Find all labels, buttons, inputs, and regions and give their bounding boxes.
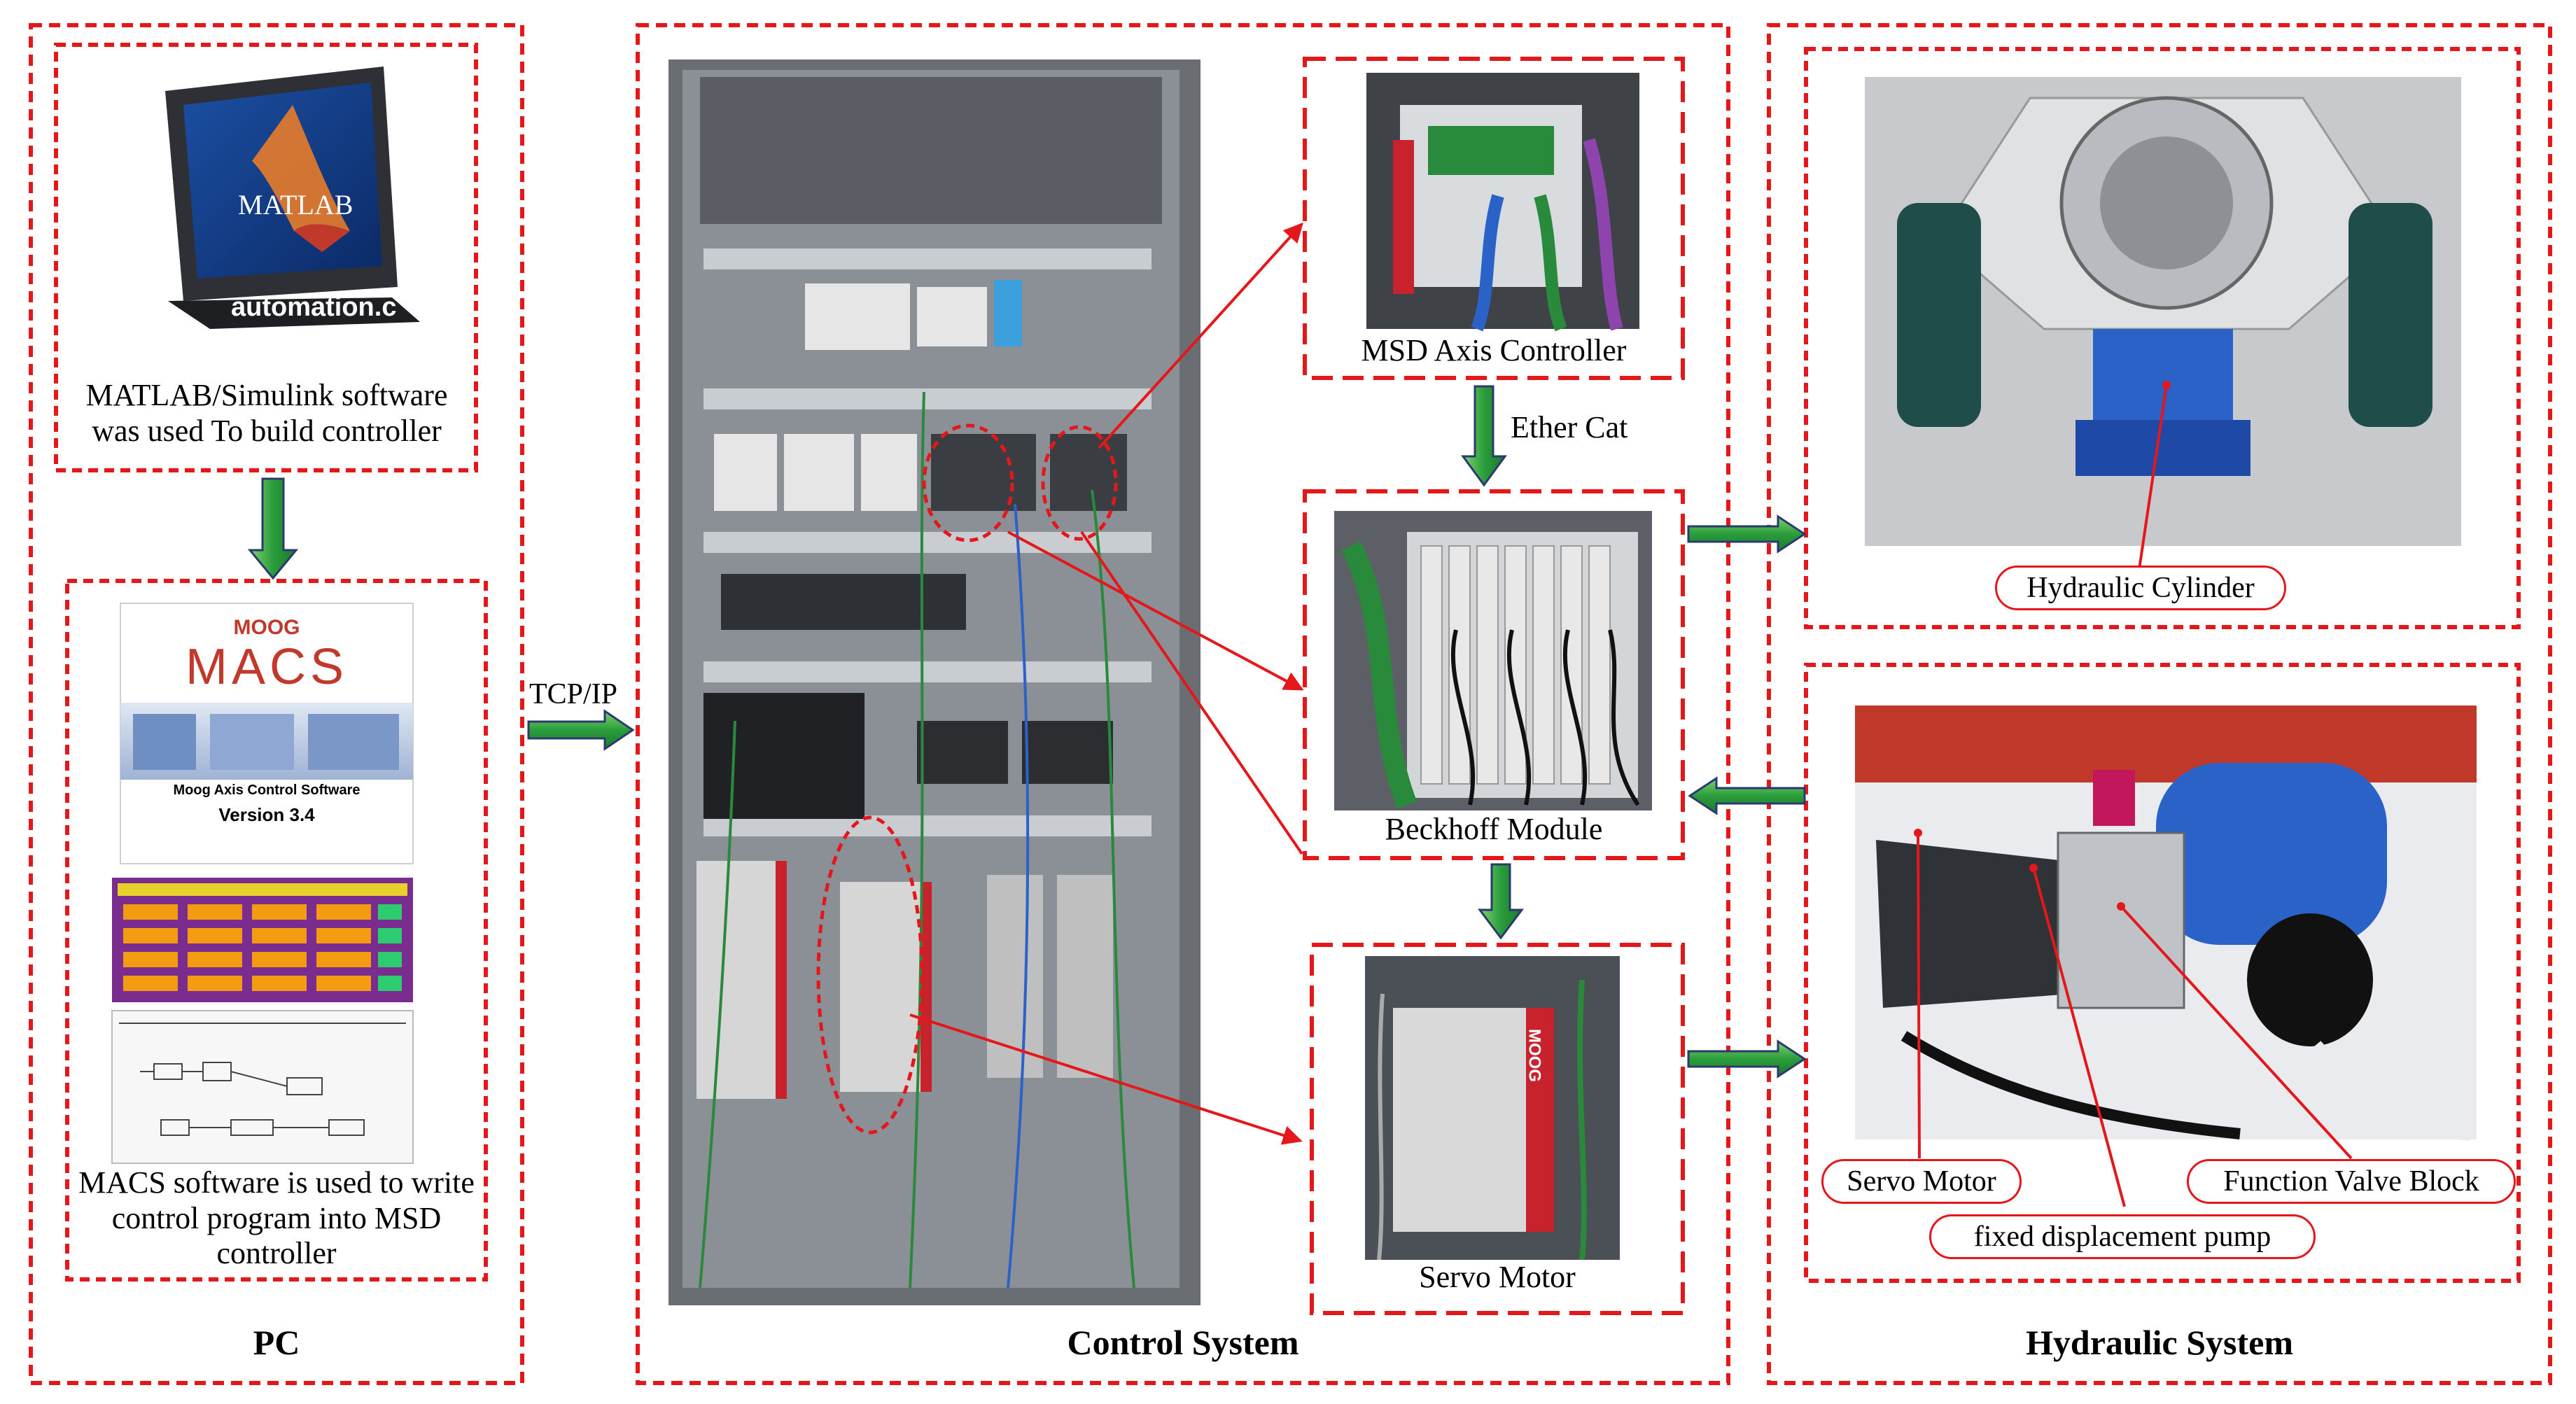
arrow-from-msd-to-beckhoff [1080,531,1303,855]
servo-caption: Servo Motor [1419,1260,1576,1294]
arrow-ethercat [1461,385,1507,487]
arrow-to-servo [909,1013,1303,1145]
msd-box [1303,57,1685,380]
arrow-beckhoff-to-servo [1478,863,1524,940]
monitor-title: MATLAB [238,189,354,220]
msd-caption: MSD Axis Controller [1361,333,1627,367]
pump-box [1804,663,2521,1283]
arrow-tcpip [527,709,635,751]
arrow-to-beckhoff [1007,531,1304,691]
beckhoff-box [1303,489,1685,860]
beckhoff-caption: Beckhoff Module [1385,812,1603,846]
drive-brand-label: MOOG [1525,1029,1544,1082]
macs-logo-main: MACS [185,639,349,695]
pc-section-title: PC [253,1323,300,1362]
servo-motor-leader-line [1917,832,1921,1159]
arrow-servo-to-pump [1687,1039,1807,1079]
cylinder-box [1804,47,2521,629]
macs-logo-top: MOOG [233,616,300,639]
macs-splash-image [120,603,414,864]
servo-box [1310,943,1685,1315]
valve-leader-line [2120,905,2353,1160]
fixed-displacement-pump-label: fixed displacement pump [1929,1214,2316,1259]
arrow-beckhoff-to-cylinder [1687,514,1807,554]
arrow-to-msd [1098,222,1303,449]
matlab-monitor-icon [165,66,420,329]
arrow-feedback-to-beckhoff [1688,776,1806,815]
msd-photo [1366,73,1639,332]
hydraulic-cylinder-photo [1865,77,2461,546]
highlight-ellipse-beckhoff [922,423,1014,542]
macs-product-name: Moog Axis Control Software [173,782,360,798]
matlab-caption: MATLAB/Simulink software was used To bui… [85,378,448,448]
pc-section-box [29,23,524,1385]
arrow-matlab-to-macs [247,477,299,580]
cylinder-leader-line [2137,384,2168,575]
macs-program-screenshot [111,1010,414,1164]
macs-panel-screenshot [112,878,413,1002]
function-valve-block-label: Function Valve Block [2187,1159,2516,1204]
highlight-ellipse-msd [1041,425,1118,541]
servo-motor-label: Servo Motor [1821,1159,2022,1204]
tcpip-label: TCP/IP [529,678,618,710]
ethercat-label: Ether Cat [1511,410,1628,444]
macs-caption: MACS software is used to write control p… [78,1165,475,1271]
hydraulic-cylinder-label: Hydraulic Cylinder [1995,566,2286,610]
pump-leader-line [2032,867,2126,1207]
pump-motor-photo [1855,705,2477,1141]
macs-version: Version 3.4 [218,804,315,825]
hydraulic-section-title: Hydraulic System [2026,1323,2293,1362]
control-cabinet-photo [668,59,1200,1305]
control-section-box [636,23,1730,1385]
control-section-title: Control System [1067,1323,1299,1362]
highlight-ellipse-servo [816,815,924,1135]
hydraulic-section-box [1767,23,2552,1385]
macs-box [65,579,488,1282]
servo-drive-photo [1365,956,1620,1261]
matlab-box [54,43,478,472]
beckhoff-photo [1334,511,1652,810]
leader-dots [1914,381,2171,911]
monitor-brand: automation.c [231,293,397,322]
